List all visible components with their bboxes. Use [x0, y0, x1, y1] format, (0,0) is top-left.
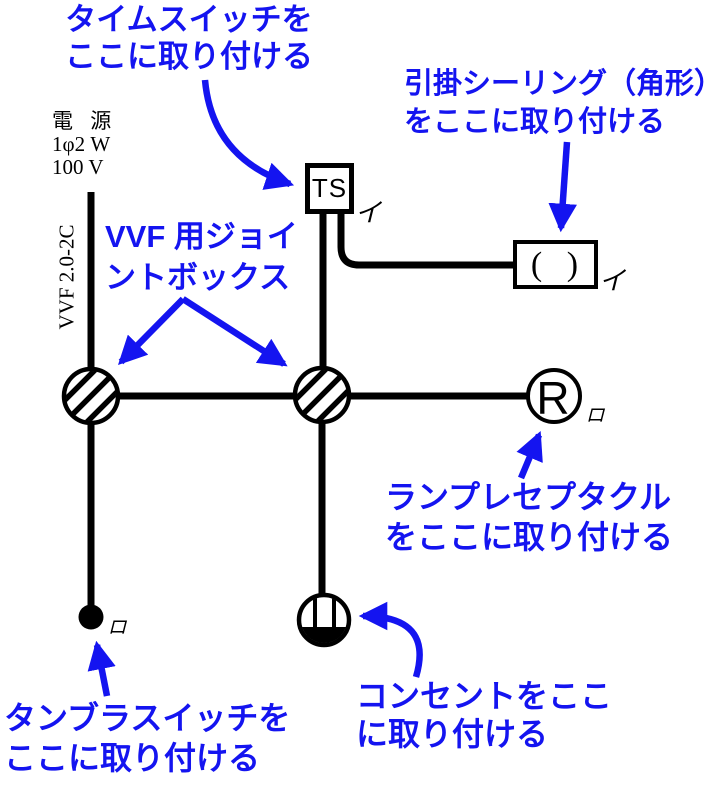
- ceiling-light-box: ( ): [513, 240, 598, 289]
- annotation-timeswitch: タイムスイッチを ここに取り付ける: [48, 1, 330, 75]
- circuit-label-i-ceiling: イ: [598, 266, 626, 296]
- annotation-line: ここに取り付ける: [4, 740, 261, 776]
- annotation-line: コンセントをここ: [356, 678, 613, 714]
- annotation-line: に取り付ける: [356, 716, 549, 752]
- annotation-line: タンブラスイッチを: [4, 700, 291, 736]
- junction-box-right: [292, 365, 352, 425]
- annotation-line: タイムスイッチを: [65, 2, 313, 37]
- ceiling-symbol-glyph: ( ): [530, 245, 587, 283]
- tumbler-switch-symbol: [78, 604, 104, 630]
- arrow-to-switch: [87, 640, 116, 697]
- annotation-ceiling: 引掛シーリング（角形） をここに取り付ける: [404, 65, 723, 141]
- annotation-lamp: ランプレセプタクル をここに取り付ける: [385, 477, 673, 557]
- junction-box-left: [61, 366, 121, 426]
- annotation-line: ここに取り付ける: [65, 39, 313, 74]
- arrow-to-timeswitch: [201, 79, 295, 190]
- power-source-line: 1φ2 W: [52, 132, 111, 156]
- annotation-jointbox: VVF 用ジョイ ントボックス: [105, 216, 298, 298]
- arrow-to-lamp: [516, 431, 543, 480]
- lamp-receptacle-label: R: [536, 372, 570, 424]
- timeswitch-label: TS: [311, 173, 348, 203]
- annotation-line: 引掛シーリング（角形）: [404, 68, 724, 100]
- circuit-label-ro-switch: ロ: [107, 617, 127, 639]
- arrow-to-left-jointbox: [117, 296, 186, 366]
- annotation-line: ントボックス: [105, 260, 291, 295]
- arrow-to-outlet: [358, 601, 423, 678]
- arrow-to-right-jointbox: [181, 296, 288, 367]
- annotation-line: ランプレセプタクル: [385, 479, 672, 515]
- power-source-line: 電 源: [52, 109, 118, 133]
- annotation-line: をここに取り付ける: [385, 519, 674, 555]
- outlet-symbol: [296, 592, 352, 648]
- annotation-line: をここに取り付ける: [404, 106, 666, 138]
- annotation-switch: タンブラスイッチを ここに取り付ける: [4, 698, 290, 778]
- circuit-label-ro-lamp: ロ: [585, 405, 605, 427]
- lamp-receptacle-symbol: [526, 368, 582, 424]
- timeswitch-to-ceiling-wire: [337, 211, 515, 269]
- power-source-label: 電 源 1φ2 W 100 V: [52, 110, 117, 179]
- timeswitch-box: TS: [305, 163, 354, 214]
- cable-label: VVF 2.0-2C: [54, 224, 79, 330]
- arrow-to-ceiling: [548, 141, 577, 233]
- circuit-label-i-timeswitch: イ: [354, 198, 382, 228]
- power-source-line: 100 V: [52, 155, 104, 179]
- annotation-arrows: [87, 79, 577, 697]
- annotation-outlet: コンセントをここ に取り付ける: [356, 677, 612, 753]
- annotation-line: VVF 用ジョイ: [105, 219, 298, 254]
